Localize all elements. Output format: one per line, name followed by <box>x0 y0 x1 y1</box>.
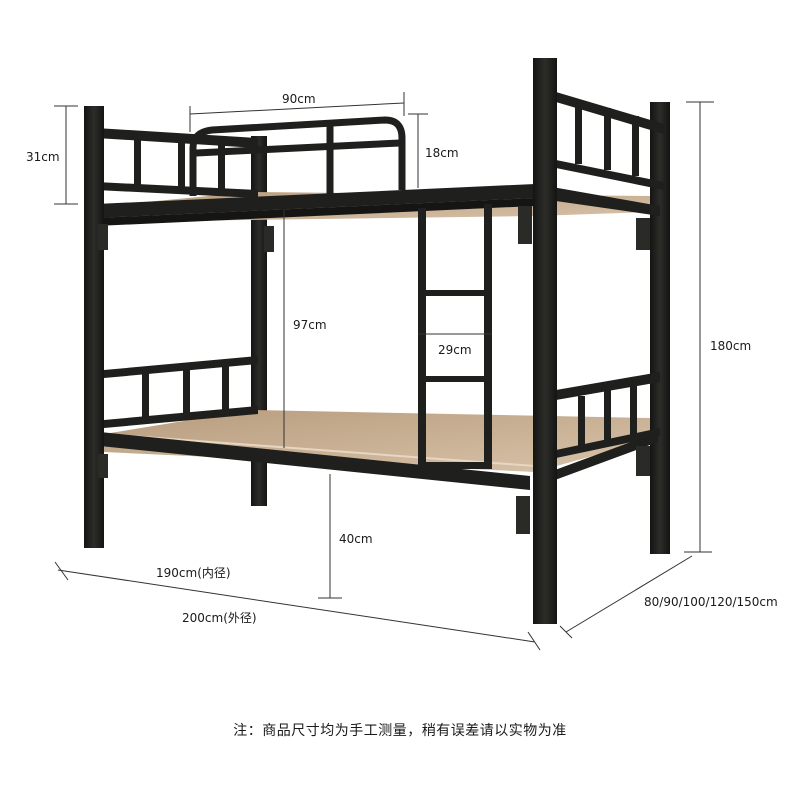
dim-outer-length: 200cm(外径) <box>182 611 257 625</box>
back-right-post <box>650 102 670 554</box>
dim-total-height: 180cm <box>710 339 752 353</box>
dim-ladder-width: 29cm <box>438 343 472 357</box>
front-right-post <box>533 58 557 624</box>
ladder <box>418 204 492 470</box>
left-head-end <box>96 128 258 428</box>
measurement-note: 注：商品尺寸均为手工测量，稍有误差请以实物为准 <box>233 723 567 739</box>
dimension-lines <box>54 92 714 651</box>
top-guardrail <box>189 116 406 196</box>
dim-width-options: 80/90/100/120/150cm <box>644 595 778 609</box>
dim-bunk-gap: 97cm <box>293 318 327 332</box>
dim-width-top: 90cm <box>282 92 316 106</box>
front-left-post <box>84 106 104 548</box>
front-posts <box>84 58 650 624</box>
right-foot-end <box>556 92 664 458</box>
front-frame <box>96 184 660 490</box>
dim-guardrail-height: 18cm <box>425 146 459 160</box>
dim-inner-length: 190cm(内径) <box>156 566 231 580</box>
dim-headboard-height: 31cm <box>26 150 60 164</box>
dim-floor-clearance: 40cm <box>339 532 373 546</box>
